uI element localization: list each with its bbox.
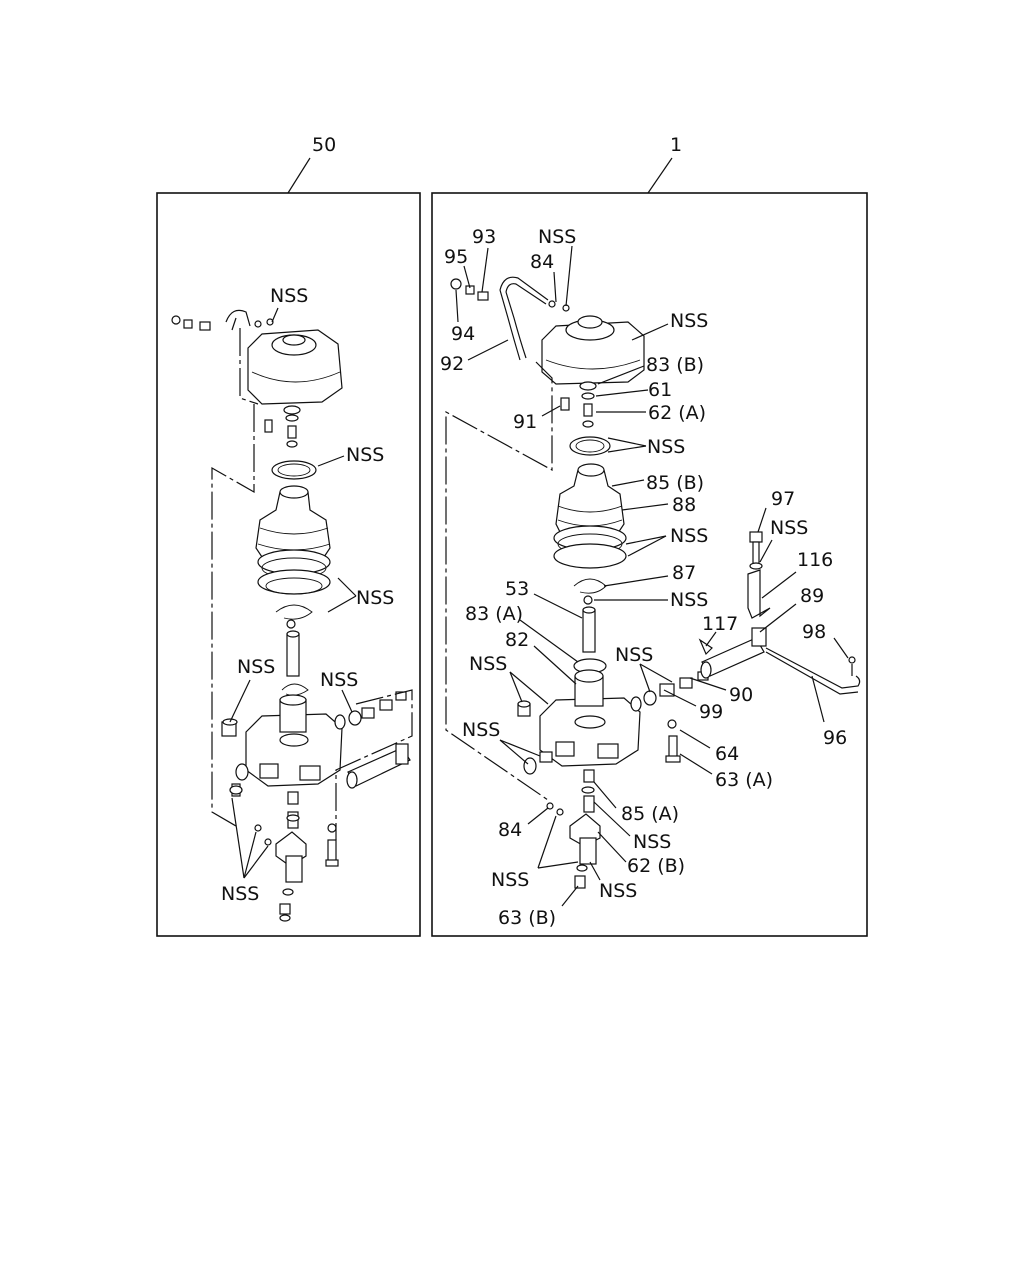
callout-1-88: 88 (672, 494, 696, 516)
callout-1-89: 89 (800, 585, 824, 607)
callout-1-94: 94 (451, 323, 475, 345)
callout-1-nss-bolt: NSS (770, 517, 808, 539)
callout-1-nss-bottom-b: NSS (491, 869, 529, 891)
callout-1-nss-ring: NSS (647, 436, 685, 458)
callout-1-83a: 83 (A) (465, 603, 523, 625)
callout-1-nss-springs: NSS (670, 525, 708, 547)
callout-1-85b: 85 (B) (646, 472, 704, 494)
callout-1-53: 53 (505, 578, 529, 600)
callout-1-85a: 85 (A) (621, 803, 679, 825)
callout-1-62a: 62 (A) (648, 402, 706, 424)
assembly-50-leader (287, 157, 311, 194)
assembly-1-drawing (445, 276, 861, 889)
assembly-1-number: 1 (670, 134, 682, 156)
callout-50-nss-springs: NSS (356, 587, 394, 609)
callout-50-nss-top: NSS (270, 285, 308, 307)
callout-50-nss-valve-side: NSS (237, 656, 275, 678)
callout-1-95: 95 (444, 246, 468, 268)
assembly-50-drawing (171, 309, 413, 922)
callout-1-97: 97 (771, 488, 795, 510)
callout-1-nss-top-a: NSS (538, 226, 576, 248)
callout-1-98: 98 (802, 621, 826, 643)
callout-1-64: 64 (715, 743, 739, 765)
callout-1-116: 116 (797, 549, 833, 571)
callout-50-nss-ring: NSS (346, 444, 384, 466)
callout-1-92: 92 (440, 353, 464, 375)
callout-1-84-top: 84 (530, 251, 554, 273)
callout-1-99: 99 (699, 701, 723, 723)
assembly-1-leader (647, 157, 673, 194)
callout-1-62b: 62 (B) (627, 855, 685, 877)
callout-1-82: 82 (505, 629, 529, 651)
callout-1-84-bottom: 84 (498, 819, 522, 841)
callout-1-87: 87 (672, 562, 696, 584)
assembly-1-frame (431, 192, 868, 937)
callout-1-nss-port-b: NSS (462, 719, 500, 741)
callout-1-96: 96 (823, 727, 847, 749)
callout-1-93: 93 (472, 226, 496, 248)
callout-1-61: 61 (648, 379, 672, 401)
callout-1-91: 91 (513, 411, 537, 433)
assembly-50-number: 50 (312, 134, 336, 156)
callout-1-nss-left: NSS (469, 653, 507, 675)
callout-1-nss-port-a: NSS (615, 644, 653, 666)
assembly-1-leaders (455, 245, 849, 907)
callout-1-90: 90 (729, 684, 753, 706)
callout-1-83b: 83 (B) (646, 354, 704, 376)
callout-1-117: 117 (702, 613, 738, 635)
callout-50-nss-bottom: NSS (221, 883, 259, 905)
callout-1-nss-bottom-a: NSS (633, 831, 671, 853)
callout-1-nss-bottom-c: NSS (599, 880, 637, 902)
callout-50-nss-port: NSS (320, 669, 358, 691)
assembly-50-leaders (229, 307, 357, 879)
callout-1-nss-top-b: NSS (670, 310, 708, 332)
callout-1-nss-clip: NSS (670, 589, 708, 611)
callout-1-63b: 63 (B) (498, 907, 556, 929)
callout-1-63a: 63 (A) (715, 769, 773, 791)
